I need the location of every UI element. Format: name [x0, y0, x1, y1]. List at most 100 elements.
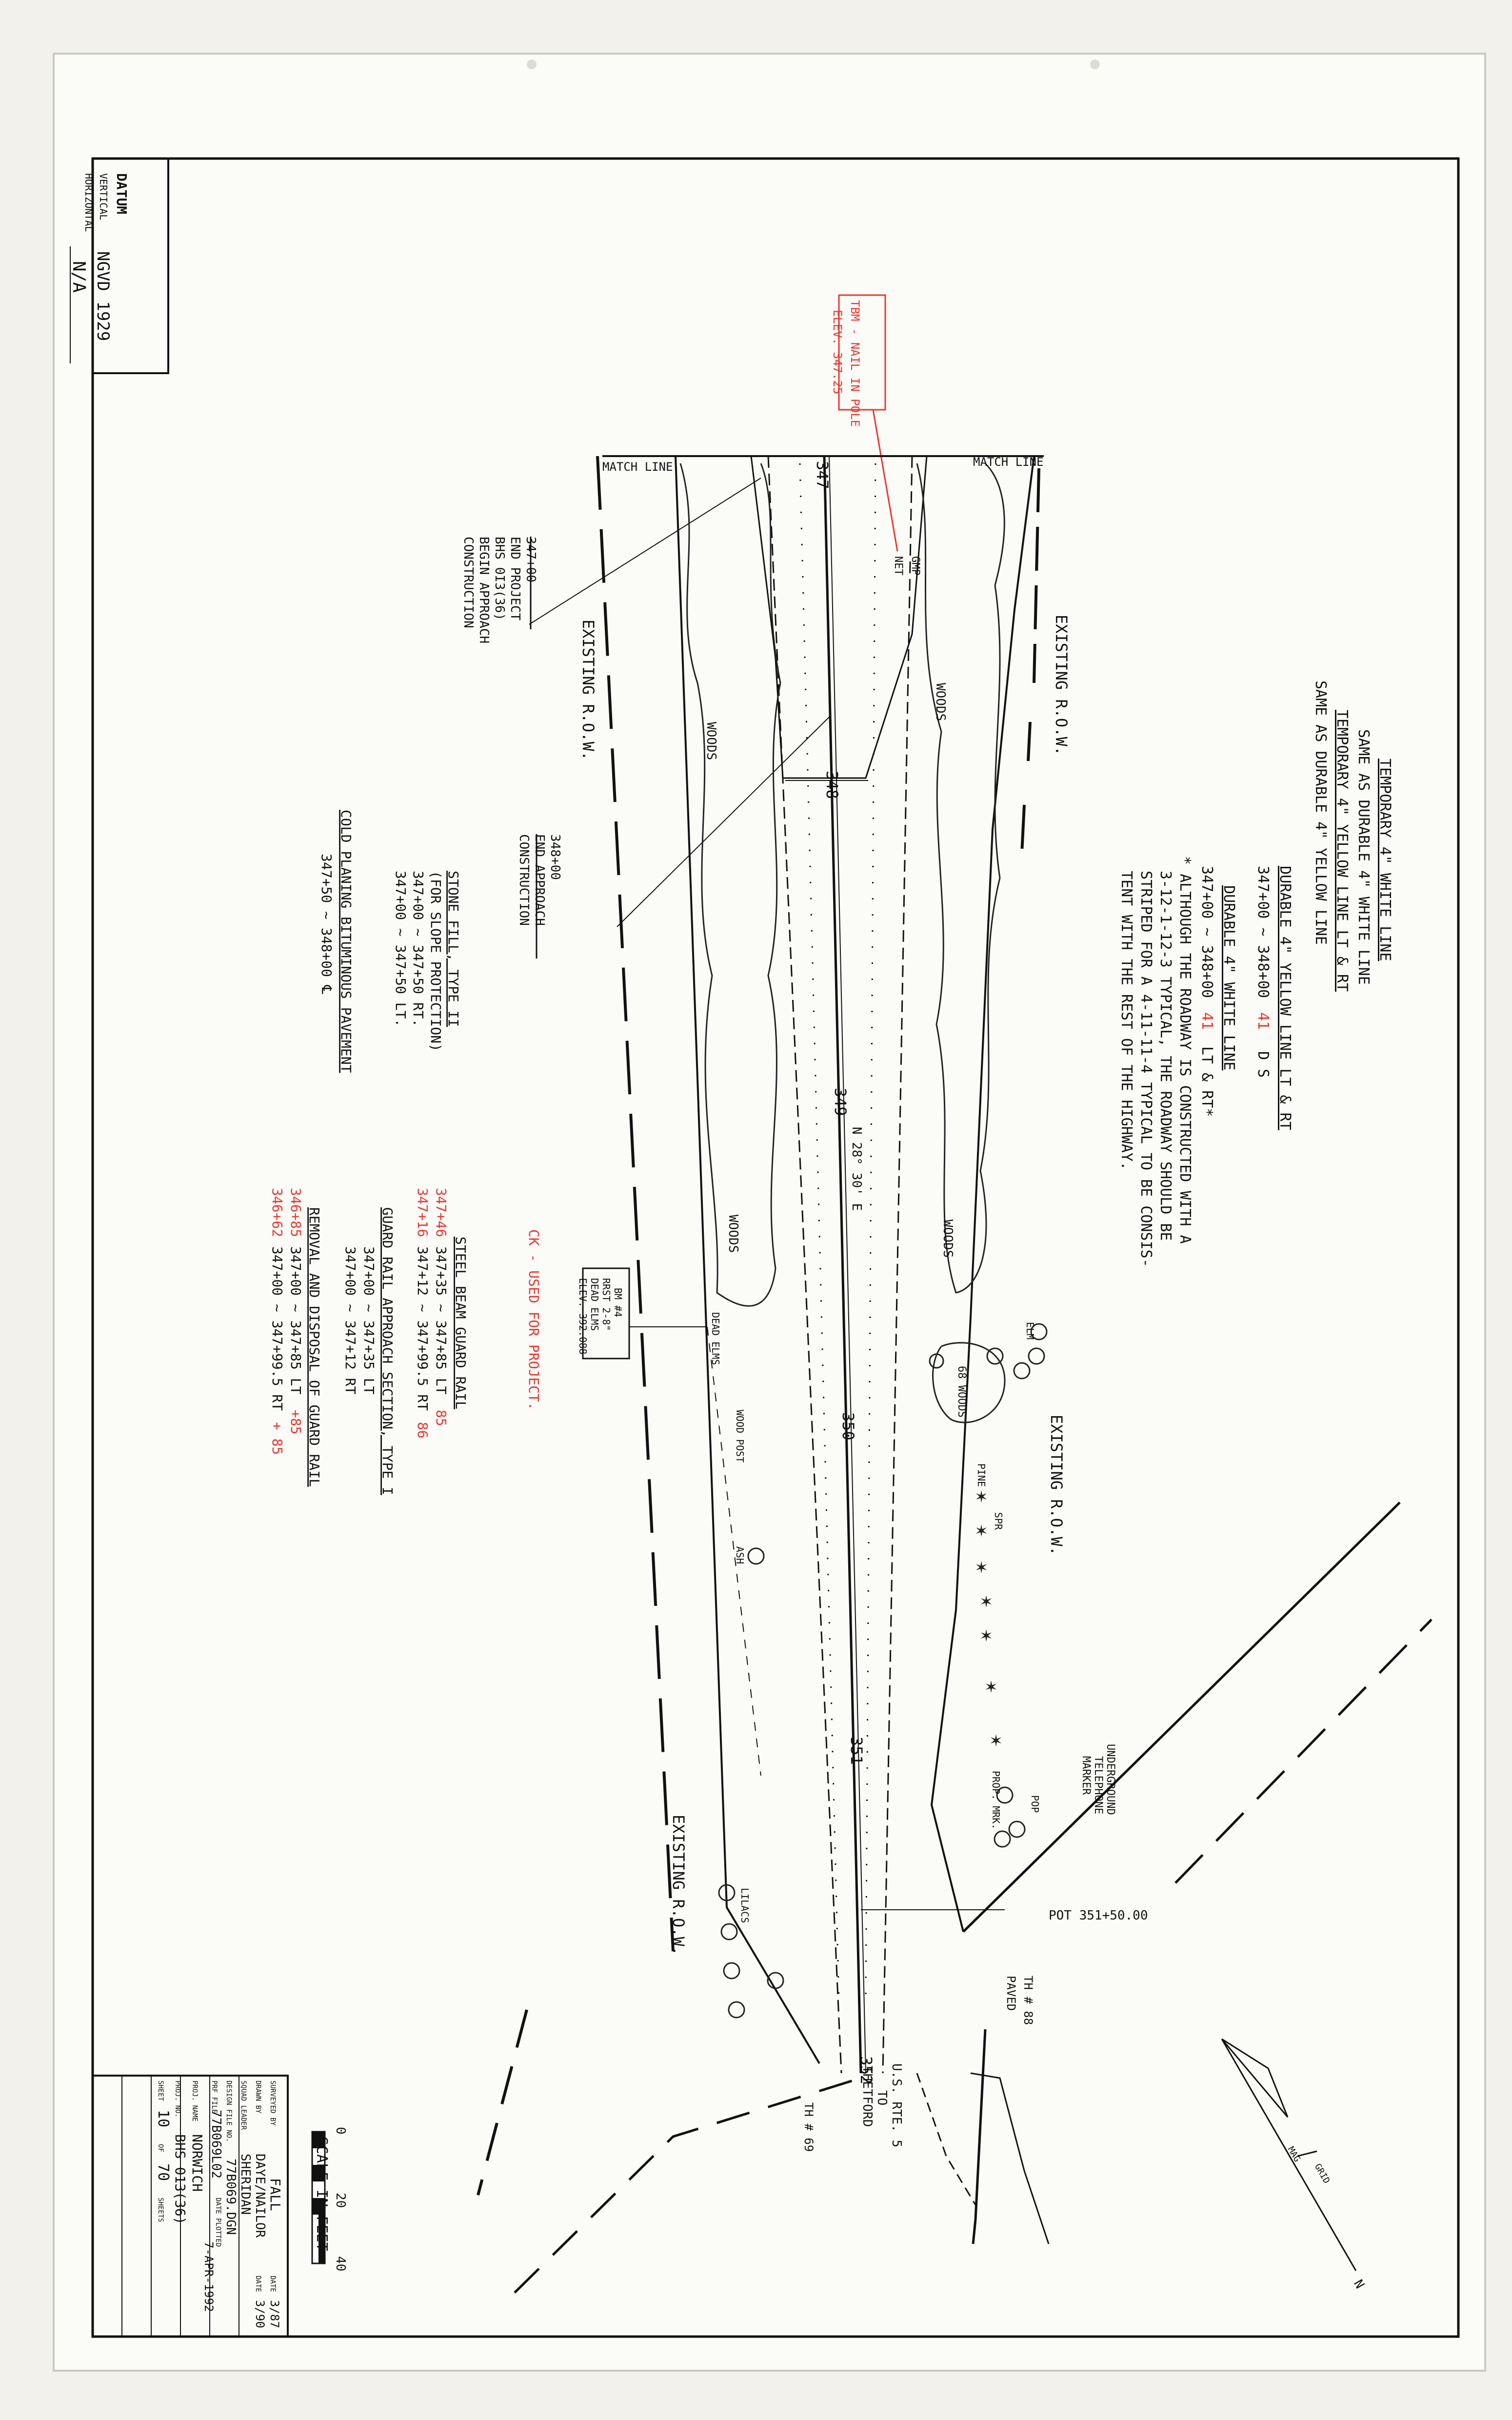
svg-text:✶: ✶ — [990, 1729, 1002, 1751]
guard-rail-title: STEEL BEAM GUARD RAIL — [453, 1237, 469, 1409]
sheets-total: 70 — [155, 2163, 172, 2181]
bm-callout: BM #4 RRST 2-8" DEAD ELMS ELEV. 392.088 — [577, 1267, 707, 1360]
guard-rail-approach-lt: 347+00 ~ 347+35 LT — [361, 1246, 377, 1395]
guard-rail-removal-lt-red: 346+85 — [288, 1188, 304, 1237]
guard-rail-rt-red: 347+16 — [415, 1188, 431, 1237]
svg-text:✶: ✶ — [980, 1590, 992, 1612]
note-durable-white-stations: 347+00 ~ 348+00 — [1198, 866, 1215, 998]
squad-leader: SHERIDAN — [238, 2154, 253, 2215]
woods-1: WOODS — [704, 722, 718, 760]
guard-rail-removal-lt-red-tail: +85 — [288, 1410, 304, 1435]
pine-label: PINE — [975, 1463, 987, 1487]
station-350: 350 — [839, 1412, 857, 1440]
th69-label: TH # 69 — [802, 2102, 816, 2152]
datum-horizontal-label: HORIZONTAL — [83, 173, 95, 232]
guard-rail-note: STEEL BEAM GUARD RAIL 347+46 347+35 ~ 34… — [269, 1188, 469, 1495]
guard-rail-removal-rt-red-tail: + 85 — [269, 1422, 285, 1455]
pop-label: POP — [1029, 1795, 1041, 1813]
spr-label: SPR — [993, 1512, 1004, 1530]
squad-leader-label: SQUAD LEADER — [239, 2080, 247, 2130]
row-line-right — [1020, 468, 1040, 854]
match-line-right: MATCH LINE — [973, 455, 1044, 469]
note-durable-yellow: DURABLE 4" YELLOW LINE LT & RT — [1276, 866, 1293, 1130]
prf-label: PRF FILE — [210, 2080, 218, 2113]
centerline — [823, 456, 862, 2074]
bm-number: BM #4 — [612, 1288, 624, 1317]
scale-label: SCALE IN FEET — [313, 2137, 330, 2251]
road-edge-left — [675, 456, 820, 2064]
design-file: 77B069.DGN — [223, 2159, 238, 2235]
net-label: NET — [892, 556, 904, 576]
stone-fill-purpose: (FOR SLOPE PROTECTION) — [428, 871, 444, 1052]
station-351: 351 — [847, 1737, 866, 1765]
of-label: OF — [157, 2144, 164, 2152]
woods-3: WOODS — [726, 1215, 740, 1253]
guard-rail-lt-red: 347+46 — [433, 1188, 449, 1237]
note-durable-white-red: 41 — [1198, 1012, 1215, 1030]
station-347: 347 — [813, 461, 832, 489]
surveyed-date: 3/87 — [268, 2300, 281, 2328]
note-durable-yellow-stations: 347+00 ~ 348+00 — [1254, 866, 1272, 998]
end-approach-station: 348+00 — [548, 834, 562, 880]
bm-rrst: RRST 2-8" — [600, 1278, 612, 1331]
cold-planing-title: COLD PLANING BITUMINOUS PAVEMENT — [338, 810, 354, 1073]
road-edge-right — [930, 456, 1035, 1932]
drawn-date-label: DATE — [254, 2276, 262, 2292]
woods-5: 68 WOODS — [955, 1366, 968, 1418]
woods-4: WOODS — [940, 1220, 955, 1258]
guard-rail-lt-red-tail: 85 — [433, 1410, 449, 1426]
scale-bar: 0 20 40 SCALE IN FEET — [311, 2127, 348, 2271]
guard-rail-removal-rt: 347+00 ~ 347+99.5 RT — [269, 1246, 285, 1411]
guard-rail-approach-title: GUARD RAIL APPROACH SECTION, TYPE I — [379, 1207, 396, 1495]
note-star-1: * ALTHOUGH THE ROADWAY IS CONSTRUCTED WI… — [1176, 856, 1194, 1244]
elm-label: ELM — [1024, 1322, 1036, 1340]
note-durable-white: DURABLE 4" WHITE LINE — [1220, 885, 1237, 1070]
prf: 77B069L02 — [209, 2110, 223, 2179]
paved-label: PAVED — [1004, 1976, 1018, 2011]
guard-rail-removal-lt: 347+00 ~ 347+85 LT — [288, 1246, 304, 1395]
conifer-markers: ✶✶ ✶✶ ✶✶ ✶ — [975, 1485, 1002, 1751]
us5-label: U.S. RTE. 5 — [889, 2063, 904, 2147]
station-352: 352 — [857, 2056, 875, 2084]
note-star-4: TENT WITH THE REST OF THE HIGHWAY. — [1118, 871, 1135, 1170]
telephone-label: TELEPHONE — [1092, 1756, 1104, 1814]
note-same-durable-white: SAME AS DURABLE 4" WHITE LINE — [1355, 729, 1372, 985]
row-label-left: EXISTING R.O.W. — [579, 620, 597, 760]
note-temp-yellow: TEMPORARY 4" YELLOW LINE LT & RT — [1333, 710, 1351, 992]
guard-rail-lt: 347+35 ~ 347+85 LT — [433, 1246, 449, 1395]
surveyed-date-label: DATE — [269, 2276, 277, 2292]
approach-trapezoid — [750, 456, 928, 779]
proj-name: NORWICH — [189, 2134, 205, 2192]
svg-text:✶: ✶ — [975, 1485, 987, 1507]
end-approach-title: END APPROACH — [532, 834, 547, 926]
linework-labels: MATCH LINE MATCH LINE EXISTING R.O.W. EX… — [579, 455, 1148, 2152]
scale-40: 40 — [333, 2256, 348, 2271]
drawn-by-label: DRAWN BY — [254, 2080, 262, 2114]
pavement-marking-notes: TEMPORARY 4" WHITE LINE SAME AS DURABLE … — [1118, 680, 1393, 1267]
note-star-2: 3-12-1-12-3 TYPICAL, THE ROADWAY SHOULD … — [1157, 871, 1174, 1241]
datum-vertical-label: VERTICAL — [98, 173, 109, 220]
gmp-label: GMP — [909, 556, 921, 576]
proj-no: BHS 013(36) — [172, 2134, 188, 2224]
begin-approach-construction: CONSTRUCTION — [461, 537, 476, 628]
svg-text:✶: ✶ — [975, 1519, 987, 1541]
underground-label: UNDERGROUND — [1104, 1744, 1116, 1815]
title-block: SURVEYED BY FALL DATE 3/87 DRAWN BY DAYE… — [92, 2075, 289, 2338]
bm-dead-elms: DEAD ELMS — [589, 1278, 600, 1331]
note-durable-yellow-tail: D S — [1254, 1051, 1272, 1078]
match-line-left: MATCH LINE — [602, 460, 673, 474]
sheets-label: SHEETS — [157, 2198, 164, 2222]
bm-elev: ELEV. 392.088 — [577, 1278, 589, 1355]
sheet-number: 10 — [155, 2110, 172, 2127]
design-file-label: DESIGN FILE NO. — [225, 2080, 233, 2142]
tbm-callout: TBM - NAIL IN POLE ELEV. 347.25 — [831, 294, 898, 552]
station-348: 348 — [823, 771, 841, 799]
scale-20: 20 — [333, 2193, 348, 2208]
punch-hole-left — [527, 60, 537, 69]
bearing-label: N 28° 30' E — [849, 1127, 864, 1211]
dead-elms-label: DEAD ELMS — [710, 1312, 721, 1365]
shoulder-left — [767, 456, 842, 2074]
note-temp-white: TEMPORARY 4" WHITE LINE — [1376, 759, 1393, 961]
woods-2: WOODS — [933, 683, 948, 721]
